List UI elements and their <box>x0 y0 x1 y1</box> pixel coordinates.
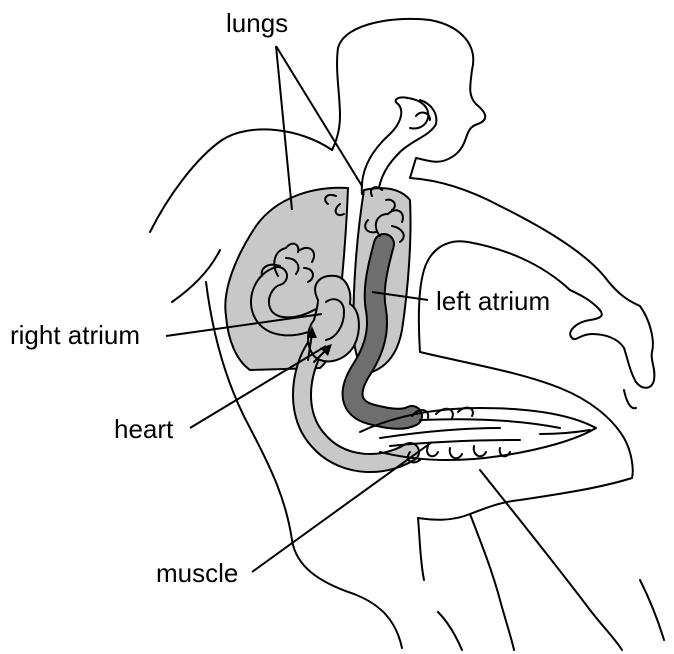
back-contour <box>172 250 220 302</box>
right-atrium-chamber <box>308 276 359 362</box>
leg-line-1 <box>480 470 622 650</box>
buttock-line <box>418 518 424 580</box>
calf-line <box>640 580 664 640</box>
leader-lungs-left <box>276 46 292 210</box>
label-lungs: lungs <box>226 8 288 38</box>
label-muscle: muscle <box>156 558 238 588</box>
leader-lungs-right <box>276 46 362 186</box>
arm-underside <box>624 390 636 408</box>
label-heart: heart <box>114 414 174 444</box>
leg-line-2 <box>470 514 514 650</box>
label-right-atrium: right atrium <box>10 320 140 350</box>
arm-outline <box>570 290 654 388</box>
body-outline <box>150 19 664 650</box>
foot-line <box>438 612 462 650</box>
thigh-bottom <box>418 478 632 520</box>
label-left-atrium: left atrium <box>436 286 550 316</box>
neck-outline <box>332 48 340 150</box>
heart <box>307 276 359 362</box>
